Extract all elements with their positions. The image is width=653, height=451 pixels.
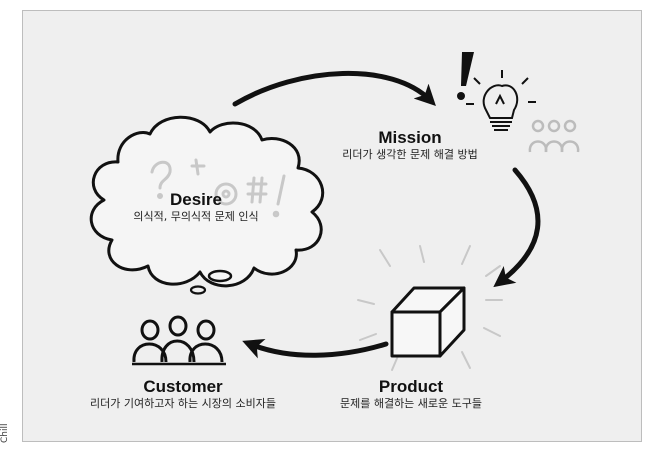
box-icon <box>357 245 503 371</box>
mission-title: Mission <box>378 128 442 147</box>
customer-node: Customer 리더가 기여하고자 하는 시장의 소비자들 <box>58 377 308 411</box>
customer-title: Customer <box>143 377 223 396</box>
arrow-desire-to-mission <box>232 70 436 107</box>
people-group-icon <box>528 119 580 153</box>
lightbulb-icon <box>466 70 536 131</box>
desire-subtitle: 의식적, 무의식적 문제 인식 <box>133 210 259 223</box>
desire-node: Desire 의식적, 무의식적 문제 인식 <box>96 190 296 224</box>
product-title: Product <box>378 377 444 396</box>
image-credit: Chill <box>0 423 10 443</box>
exclamation-icon <box>457 52 474 100</box>
customer-subtitle: 리더가 기여하고자 하는 시장의 소비자들 <box>89 397 277 410</box>
thought-cloud-icon <box>89 115 325 295</box>
people-group-icon <box>132 315 226 366</box>
mission-node: Mission 리더가 생각한 문제 해결 방법 <box>320 128 500 162</box>
desire-title: Desire <box>170 190 222 209</box>
mission-subtitle: 리더가 생각한 문제 해결 방법 <box>342 148 478 161</box>
product-subtitle: 문제를 해결하는 새로운 도구들 <box>339 397 483 410</box>
arrow-mission-to-product <box>493 167 541 288</box>
product-node: Product 문제를 해결하는 새로운 도구들 <box>326 377 496 411</box>
arrow-product-to-customer <box>242 338 389 359</box>
